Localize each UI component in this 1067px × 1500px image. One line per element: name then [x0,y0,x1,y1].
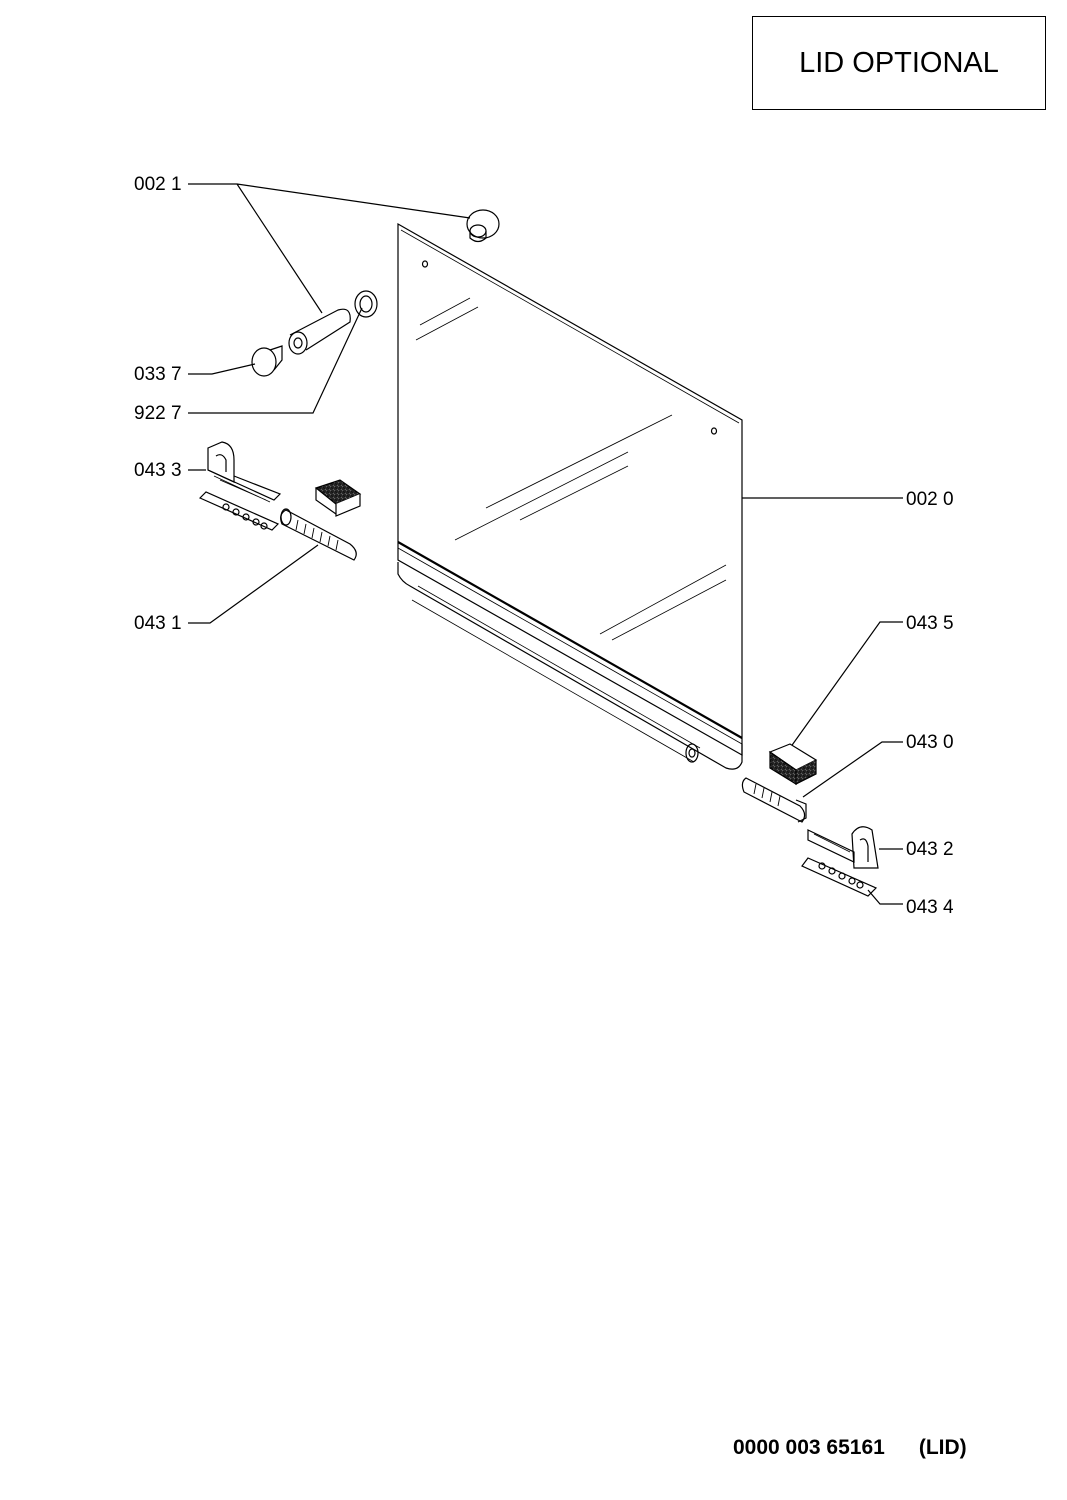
part-0021-sleeve [288,308,351,355]
part-0433-hinge-bracket [207,441,282,503]
leader-0021 [188,183,471,314]
page-title: LID OPTIONAL [799,46,999,79]
callout-9227: 922 7 [134,403,182,424]
leader-9227 [188,307,363,414]
leader-0435 [789,621,903,749]
document-tag: (LID) [918,1436,967,1459]
callout-0431: 043 1 [134,613,182,634]
title-box: LID OPTIONAL [752,16,1046,110]
callout-0432: 043 2 [906,839,954,860]
callout-0337: 033 7 [134,364,182,385]
leader-lines [188,183,903,905]
part-0434-plate-left [198,491,280,531]
leader-0337 [188,363,256,375]
callout-0430: 043 0 [906,732,954,753]
part-0337-button [251,345,283,377]
callout-0021: 002 1 [134,174,182,195]
leader-0434 [867,889,903,905]
glass-lid-panel [397,222,743,757]
leader-0431 [188,544,319,624]
part-0435-felt-right [768,743,818,786]
part-0432-hinge-bracket [807,826,879,869]
callout-0435: 043 5 [906,613,954,634]
document-number-value: 0000 003 65161 [733,1436,885,1459]
part-0431-spring-pin [280,508,357,561]
callout-0433: 043 3 [134,460,182,481]
hinge-tube [397,562,743,770]
callout-0434: 043 4 [906,897,954,918]
document-number: 0000 003 65161 (LID) [733,1436,967,1460]
part-0021-knob [466,209,500,243]
part-0430-spring-pin [741,777,807,823]
callout-0020: 002 0 [906,489,954,510]
leader-0430 [802,741,903,798]
part-9227-washer [354,290,378,318]
part-0435-felt-left [314,479,362,517]
part-0434-plate-right [801,857,878,897]
